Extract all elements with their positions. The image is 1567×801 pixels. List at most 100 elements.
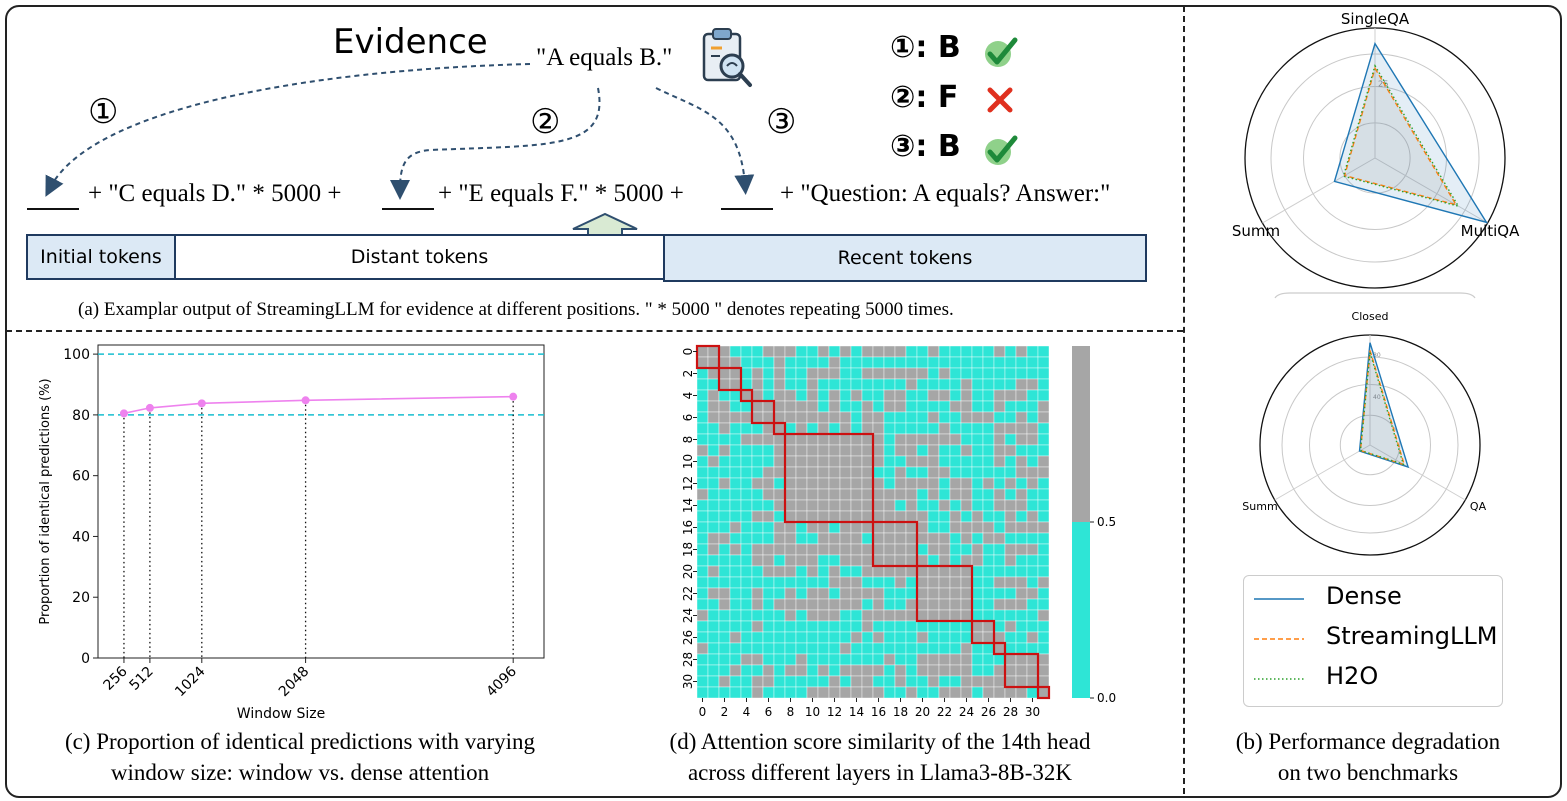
y-tick-label: 12 [681, 476, 695, 491]
heatmap-cell [894, 686, 907, 699]
heatmap-cell [1015, 422, 1028, 435]
heatmap-cell [740, 499, 753, 512]
heatmap-cell [762, 620, 775, 633]
heatmap-cell [894, 653, 907, 666]
heatmap-cell [971, 367, 984, 380]
heatmap-cell [850, 543, 863, 556]
heatmap-cell [762, 521, 775, 534]
heatmap-cell [740, 488, 753, 501]
heatmap-cell [773, 532, 786, 545]
heatmap-cell [905, 367, 918, 380]
heatmap-cell [751, 444, 764, 457]
heatmap-cell [916, 356, 929, 369]
heatmap-cell [982, 686, 995, 699]
heatmap-cell [894, 631, 907, 644]
heatmap-cell [894, 389, 907, 402]
heatmap-cell [1004, 521, 1017, 534]
data-point [197, 399, 206, 408]
colorbar-tick-label: 0.0 [1097, 691, 1116, 705]
heatmap-cell [729, 543, 742, 556]
heatmap-cell [1037, 543, 1050, 556]
heatmap-cell [729, 631, 742, 644]
heatmap-cell [850, 400, 863, 413]
heatmap-cell [696, 609, 709, 622]
heatmap-cell [1026, 499, 1039, 512]
heatmap-cell [949, 609, 962, 622]
heatmap-cell [817, 356, 830, 369]
heatmap-cell [729, 642, 742, 655]
heatmap-cell [795, 565, 808, 578]
heatmap-cell [817, 631, 830, 644]
heatmap-cell [1037, 565, 1050, 578]
heatmap-cell [861, 433, 874, 446]
heatmap-cell [960, 499, 973, 512]
heatmap-cell [729, 675, 742, 688]
heatmap-cell [927, 598, 940, 611]
heatmap-cell [1037, 587, 1050, 600]
heatmap-cell [883, 587, 896, 600]
heatmap-cell [839, 466, 852, 479]
heatmap-cell [883, 609, 896, 622]
heatmap-cell [839, 675, 852, 688]
heatmap-cell [938, 642, 951, 655]
heatmap-cell [751, 411, 764, 424]
heatmap-cell [1004, 488, 1017, 501]
heatmap-cell [795, 686, 808, 699]
heatmap-cell [718, 433, 731, 446]
heatmap-cell [718, 521, 731, 534]
heatmap-cell [795, 543, 808, 556]
x-tick-label: 10 [805, 705, 820, 719]
heatmap-cell [696, 444, 709, 457]
heatmap-cell [905, 477, 918, 490]
heatmap-cell [938, 455, 951, 468]
heatmap-cell [817, 510, 830, 523]
heatmap-cell [729, 598, 742, 611]
heatmap-cell [839, 455, 852, 468]
heatmap-cell [795, 554, 808, 567]
heatmap-cell [1037, 488, 1050, 501]
heatmap-cell [707, 653, 720, 666]
heatmap-cell [883, 378, 896, 391]
heatmap-cell [795, 675, 808, 688]
heatmap-cell [905, 653, 918, 666]
heatmap-cell [718, 510, 731, 523]
heatmap-cell [1015, 631, 1028, 644]
heatmap-cell [817, 444, 830, 457]
heatmap-cell [795, 433, 808, 446]
heatmap-cell [883, 675, 896, 688]
heatmap-cell [1015, 587, 1028, 600]
radar-axis-label: QA [1470, 500, 1487, 513]
heatmap-cell [993, 543, 1006, 556]
heatmap-cell [949, 411, 962, 424]
heatmap-cell [817, 389, 830, 402]
heatmap-cell [949, 510, 962, 523]
recent-tokens-label: Recent tokens [837, 247, 973, 269]
heatmap-cell [894, 598, 907, 611]
heatmap-cell [916, 521, 929, 534]
heatmap-cell [993, 675, 1006, 688]
heatmap-cell [707, 587, 720, 600]
heatmap-cell [696, 356, 709, 369]
heatmap-cell [938, 389, 951, 402]
heatmap-cell [1037, 444, 1050, 457]
heatmap-cell [1037, 466, 1050, 479]
heatmap-cell [1037, 631, 1050, 644]
heatmap-cell [762, 345, 775, 358]
heatmap-cell [740, 565, 753, 578]
heatmap-cell [795, 587, 808, 600]
heatmap-cell [806, 576, 819, 589]
heatmap-cell [1004, 356, 1017, 369]
heatmap-cell [696, 521, 709, 534]
radar-spoke [1262, 157, 1376, 224]
heatmap-cell [1026, 356, 1039, 369]
heatmap-cell [850, 631, 863, 644]
heatmap-cell [707, 565, 720, 578]
heatmap-cell [850, 686, 863, 699]
radar-axis-label: Summ [1232, 222, 1280, 240]
heatmap-cell [1004, 664, 1017, 677]
heatmap-cell [982, 433, 995, 446]
heatmap-cell [1026, 433, 1039, 446]
heatmap-cell [916, 411, 929, 424]
heatmap-cell [1026, 444, 1039, 457]
heatmap-cell [762, 576, 775, 589]
